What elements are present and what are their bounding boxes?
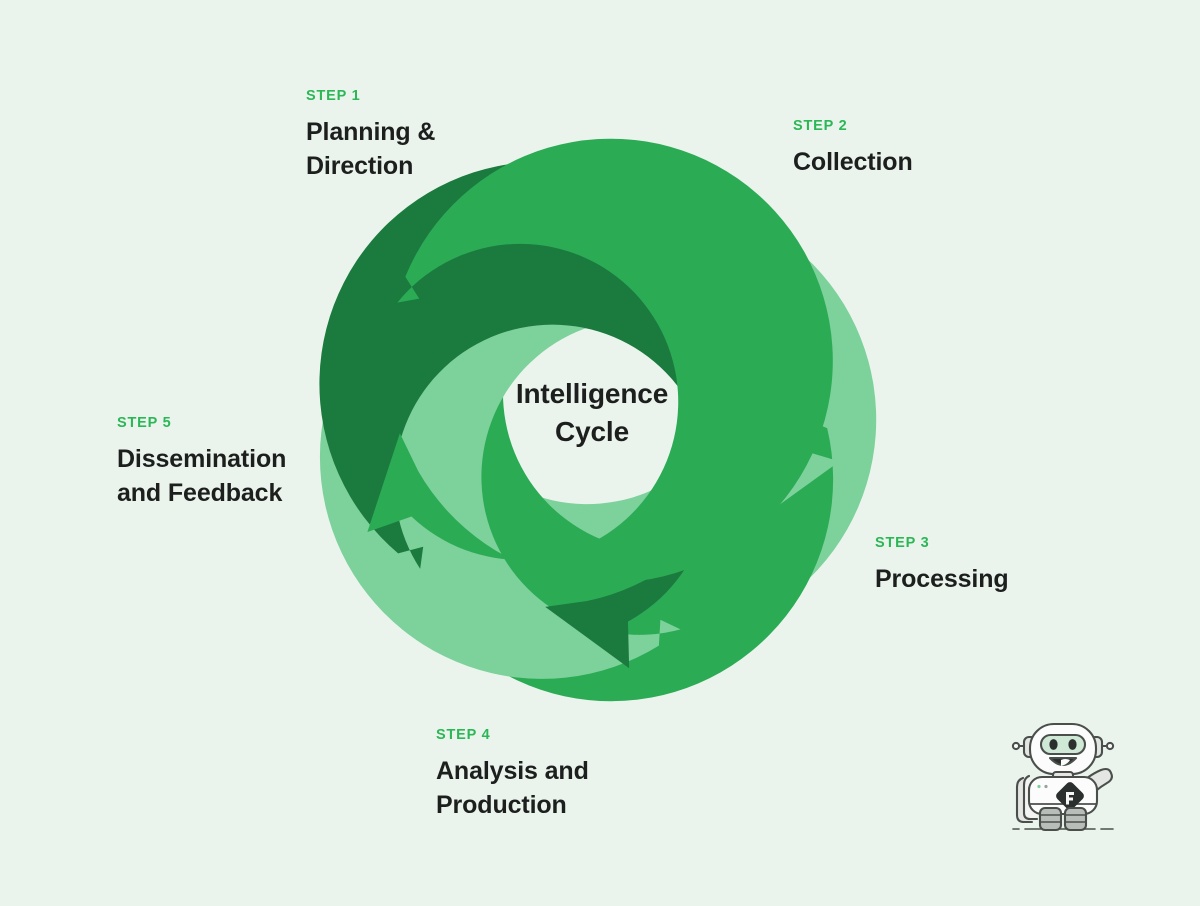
step-1-title-line-1: Planning & — [306, 117, 436, 146]
step-label-1: STEP 1 Planning & Direction — [306, 89, 435, 183]
robot-mascot-icon — [1011, 722, 1115, 832]
step-5-title-line-2: and Feedback — [117, 478, 283, 507]
cycle-arrow-step-5 — [367, 138, 833, 583]
step-5-title: Dissemination and Feedback — [117, 442, 286, 510]
step-3-title: Processing — [875, 562, 1009, 596]
step-4-kicker: STEP 4 — [436, 727, 491, 743]
cycle-center-title: Intelligence Cycle — [442, 375, 742, 450]
step-2-title: Collection — [793, 145, 913, 179]
step-1-title-line-2: Direction — [306, 151, 414, 180]
step-label-4: STEP 4 Analysis and Production — [436, 728, 589, 822]
step-label-2: STEP 2 Collection — [793, 119, 913, 179]
step-1-kicker: STEP 1 — [306, 88, 361, 104]
step-2-kicker: STEP 2 — [793, 118, 848, 134]
step-4-title-line-1: Analysis and — [436, 756, 589, 785]
step-3-title-line-1: Processing — [875, 564, 1009, 593]
step-label-3: STEP 3 Processing — [875, 536, 1009, 596]
step-1-title: Planning & Direction — [306, 115, 435, 183]
step-5-kicker: STEP 5 — [117, 415, 172, 431]
step-5-title-line-1: Dissemination — [117, 444, 287, 473]
step-4-title-line-2: Production — [436, 790, 567, 819]
step-2-title-line-1: Collection — [793, 147, 913, 176]
center-title-line-1: Intelligence — [515, 378, 669, 409]
step-3-kicker: STEP 3 — [875, 535, 930, 551]
step-label-5: STEP 5 Dissemination and Feedback — [117, 416, 286, 510]
center-title-line-2: Cycle — [554, 415, 630, 447]
step-4-title: Analysis and Production — [436, 754, 589, 822]
